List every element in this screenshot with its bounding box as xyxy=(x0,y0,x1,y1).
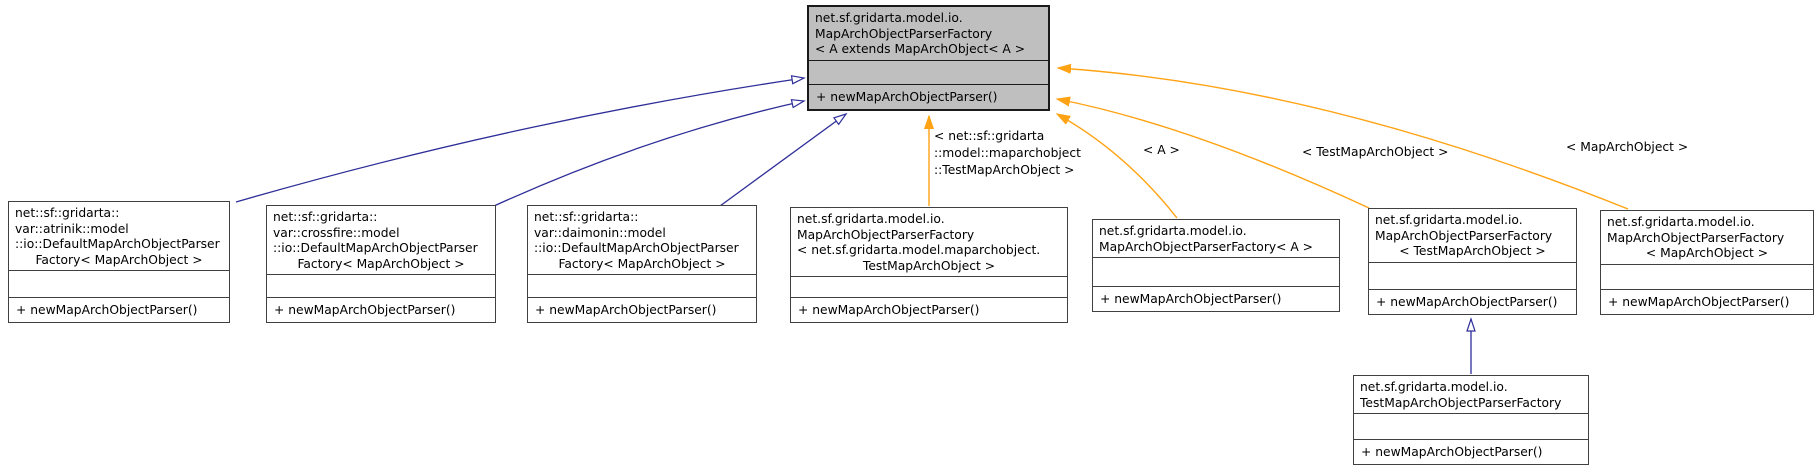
class-title: net.sf.gridarta.model.io. MapArchObjectP… xyxy=(815,11,1026,57)
class-method: + newMapArchObjectParser() xyxy=(1608,295,1790,309)
class-attributes-empty xyxy=(809,59,1048,85)
class-attributes-empty xyxy=(9,270,229,298)
class-attributes-empty xyxy=(1093,257,1339,287)
class-node-atrinik-defaultmaparchobjectparserfactory[interactable]: net::sf::gridarta:: var::atrinik::model … xyxy=(8,201,230,323)
class-title: net.sf.gridarta.model.io. TestMapArchObj… xyxy=(1360,380,1562,410)
template-args-label-maparchobject: < MapArchObject > xyxy=(1566,140,1689,154)
class-node-parserfactory-testmaparchobject-full[interactable]: net.sf.gridarta.model.io. MapArchObjectP… xyxy=(790,207,1068,323)
class-attributes-empty xyxy=(1601,263,1813,290)
class-title: net.sf.gridarta.model.io. MapArchObjectP… xyxy=(1099,224,1313,254)
class-method: + newMapArchObjectParser() xyxy=(816,90,998,104)
class-title: net.sf.gridarta.model.io. MapArchObjectP… xyxy=(1607,215,1785,261)
class-attributes-empty xyxy=(528,274,756,298)
class-attributes-empty xyxy=(267,274,495,298)
class-title: net::sf::gridarta:: var::crossfire::mode… xyxy=(273,210,478,271)
template-edge-test-param-instance xyxy=(1057,99,1370,209)
class-node-testmaparchobjectparserfactory[interactable]: net.sf.gridarta.model.io. TestMapArchObj… xyxy=(1353,375,1589,465)
class-attributes-empty xyxy=(1369,261,1576,290)
class-method: + newMapArchObjectParser() xyxy=(798,303,980,317)
class-node-maparchobjectparserfactory-template[interactable]: net.sf.gridarta.model.io. MapArchObjectP… xyxy=(807,5,1050,111)
class-node-crossfire-defaultmaparchobjectparserfactory[interactable]: net::sf::gridarta:: var::crossfire::mode… xyxy=(266,205,496,323)
class-node-parserfactory-a[interactable]: net.sf.gridarta.model.io. MapArchObjectP… xyxy=(1092,219,1340,312)
class-attributes-empty xyxy=(1354,413,1588,440)
class-method: + newMapArchObjectParser() xyxy=(274,303,456,317)
class-node-parserfactory-maparchobject[interactable]: net.sf.gridarta.model.io. MapArchObjectP… xyxy=(1600,210,1814,315)
class-attributes-empty xyxy=(791,276,1067,298)
template-edge-a-instance xyxy=(1057,114,1178,219)
class-method: + newMapArchObjectParser() xyxy=(16,303,198,317)
class-title: net.sf.gridarta.model.io. MapArchObjectP… xyxy=(1375,213,1553,259)
class-method: + newMapArchObjectParser() xyxy=(535,303,717,317)
class-node-parserfactory-testmaparchobject[interactable]: net.sf.gridarta.model.io. MapArchObjectP… xyxy=(1368,208,1577,315)
template-args-label-testmaparchobject-full: < net::sf::gridarta ::model::maparchobje… xyxy=(934,129,1081,177)
template-args-label-testmaparchobject: < TestMapArchObject > xyxy=(1302,145,1449,159)
class-method: + newMapArchObjectParser() xyxy=(1361,445,1543,459)
template-args-label-a: < A > xyxy=(1143,143,1180,157)
inheritance-edge-daimonin xyxy=(719,112,848,207)
inheritance-edge-crossfire xyxy=(493,98,806,207)
inheritance-edge-atrinik xyxy=(235,75,806,203)
class-title: net::sf::gridarta:: var::daimonin::model… xyxy=(534,210,739,271)
class-method: + newMapArchObjectParser() xyxy=(1100,292,1282,306)
class-method: + newMapArchObjectParser() xyxy=(1376,295,1558,309)
class-title: net.sf.gridarta.model.io. MapArchObjectP… xyxy=(797,212,1041,273)
class-title: net::sf::gridarta:: var::atrinik::model … xyxy=(15,206,220,267)
class-node-daimonin-defaultmaparchobjectparserfactory[interactable]: net::sf::gridarta:: var::daimonin::model… xyxy=(527,205,757,323)
template-edge-map-param-instance xyxy=(1058,68,1629,210)
